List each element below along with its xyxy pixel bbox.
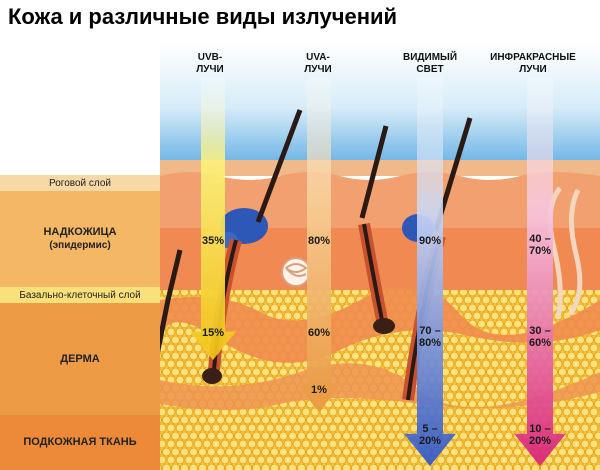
page-title: Кожа и различные виды излучений bbox=[8, 4, 398, 29]
uvb-dermis-value: 15% bbox=[201, 327, 225, 339]
uva-subcutis-value: 1% bbox=[311, 384, 327, 396]
column-header-line: UVB- bbox=[197, 52, 223, 63]
infrared-epidermis-value: 40 – 70% bbox=[522, 233, 558, 257]
visible-arrow bbox=[404, 78, 456, 466]
column-header-line: ЛУЧИ bbox=[304, 64, 332, 75]
visible-dermis-value: 70 – 80% bbox=[412, 325, 448, 349]
value-line: 40 – bbox=[529, 233, 551, 245]
value-line: 70% bbox=[528, 245, 552, 257]
column-header-uva: UVA- ЛУЧИ bbox=[293, 52, 343, 76]
column-header-line: ЛУЧИ bbox=[196, 64, 224, 75]
visible-epidermis-value: 90% bbox=[418, 235, 442, 247]
layer-epidermis-title: НАДКОЖИЦА bbox=[43, 226, 117, 238]
layer-stratum-corneum: Роговой слой bbox=[0, 175, 160, 191]
uvb-epidermis-value: 35% bbox=[201, 235, 225, 247]
value-line: 5 – bbox=[422, 423, 438, 435]
value-line: 80% bbox=[418, 337, 442, 349]
value-line: 10 – bbox=[529, 423, 551, 435]
layer-epidermis: НАДКОЖИЦА (эпидермис) bbox=[0, 191, 160, 287]
layer-dermis: ДЕРМА bbox=[0, 303, 160, 415]
layer-basal: Базально-клеточный слой bbox=[0, 287, 160, 303]
column-header-line: ЛУЧИ bbox=[519, 64, 547, 75]
column-header-line: ВИДИМЫЙ bbox=[402, 52, 458, 63]
value-line: 20% bbox=[418, 435, 442, 447]
value-line: 70 – bbox=[419, 325, 441, 337]
uva-dermis-value: 60% bbox=[307, 327, 331, 339]
layer-subcutis: ПОДКОЖНАЯ ТКАНЬ bbox=[0, 415, 160, 470]
value-line: 20% bbox=[528, 435, 552, 447]
column-header-line: UVA- bbox=[306, 52, 330, 63]
infrared-arrow bbox=[514, 78, 566, 466]
uvb-arrow bbox=[190, 78, 236, 360]
column-header-line: ИНФРАКРАСНЫЕ bbox=[490, 52, 576, 63]
uva-arrow bbox=[296, 78, 342, 412]
column-header-infrared: ИНФРАКРАСНЫЕ ЛУЧИ bbox=[478, 52, 588, 76]
layer-epidermis-subtitle: (эпидермис) bbox=[49, 240, 111, 251]
infrared-dermis-value: 30 – 60% bbox=[522, 325, 558, 349]
column-header-line: СВЕТ bbox=[416, 64, 444, 75]
visible-subcutis-value: 5 – 20% bbox=[412, 423, 448, 447]
column-header-uvb: UVB- ЛУЧИ bbox=[185, 52, 235, 76]
infrared-subcutis-value: 10 – 20% bbox=[522, 423, 558, 447]
value-line: 30 – bbox=[529, 325, 551, 337]
value-line: 60% bbox=[528, 337, 552, 349]
column-header-visible: ВИДИМЫЙ СВЕТ bbox=[390, 52, 470, 76]
uva-epidermis-value: 80% bbox=[307, 235, 331, 247]
